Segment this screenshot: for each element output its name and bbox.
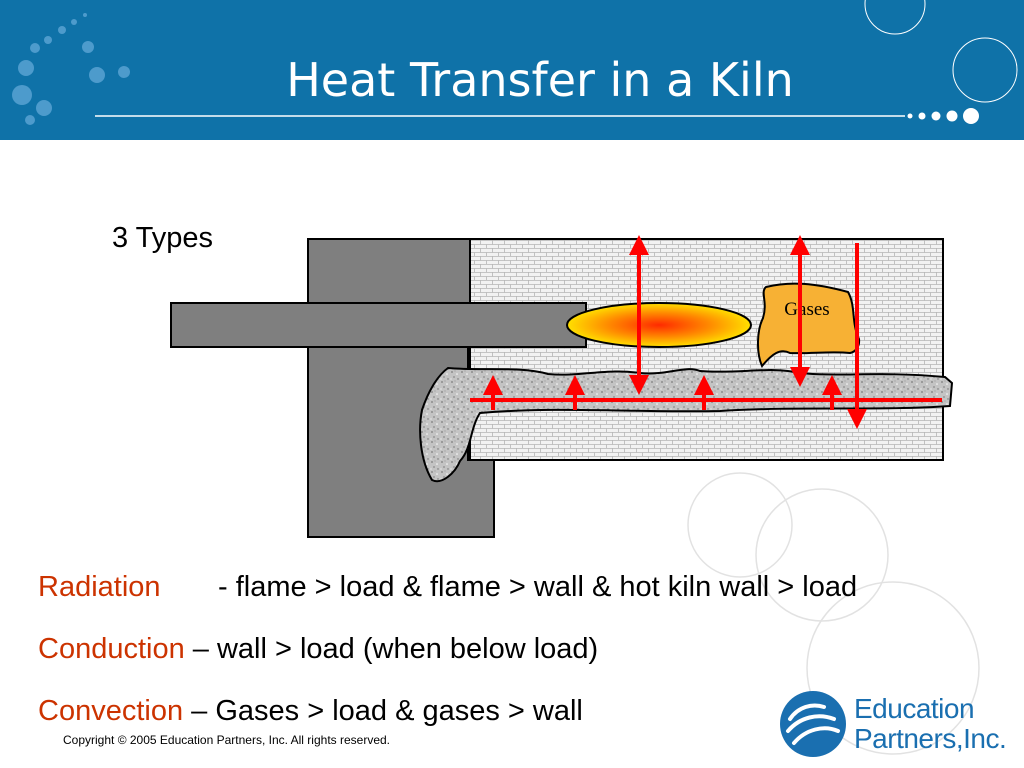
convection-line: Convection – Gases > load & gases > wall bbox=[38, 695, 583, 728]
heat-arrows bbox=[470, 235, 942, 429]
radiation-line: Radiation - flame > load & flame > wall … bbox=[38, 571, 857, 604]
conduction-term: Conduction bbox=[38, 633, 185, 665]
logo-line-1: Education bbox=[854, 693, 975, 724]
radiation-description: - flame > load & flame > wall & hot kiln… bbox=[218, 571, 858, 603]
conduction-line: Conduction – wall > load (when below loa… bbox=[38, 633, 598, 666]
decorative-dots-left bbox=[12, 13, 130, 125]
decorative-outline-circles bbox=[687, 472, 980, 755]
convection-term: Convection bbox=[38, 695, 184, 727]
page-title: Heat Transfer in a Kiln bbox=[286, 53, 794, 107]
subtitle: 3 Types bbox=[112, 222, 214, 254]
logo-line-2: Partners,Inc. bbox=[854, 723, 1007, 754]
header-decoration bbox=[12, 0, 1018, 125]
kiln-brick-wall bbox=[469, 238, 944, 461]
burner-pipe bbox=[170, 302, 587, 348]
logo-wordmark: Education Partners,Inc. bbox=[854, 693, 1007, 754]
decorative-circles-right bbox=[864, 0, 1018, 103]
gases-label: Gases bbox=[784, 299, 829, 320]
conduction-description: – wall > load (when below load) bbox=[184, 633, 599, 665]
copyright-notice: Copyright © 2005 Education Partners, Inc… bbox=[63, 733, 391, 747]
convection-description: – Gases > load & gases > wall bbox=[183, 695, 583, 727]
decorative-dots-right bbox=[907, 108, 979, 124]
slide-header: Heat Transfer in a Kiln bbox=[0, 0, 1024, 140]
logo-globe-icon bbox=[780, 691, 846, 757]
radiation-term: Radiation bbox=[38, 571, 161, 603]
flame bbox=[566, 302, 752, 348]
company-logo: Education Partners,Inc. bbox=[778, 688, 1018, 760]
